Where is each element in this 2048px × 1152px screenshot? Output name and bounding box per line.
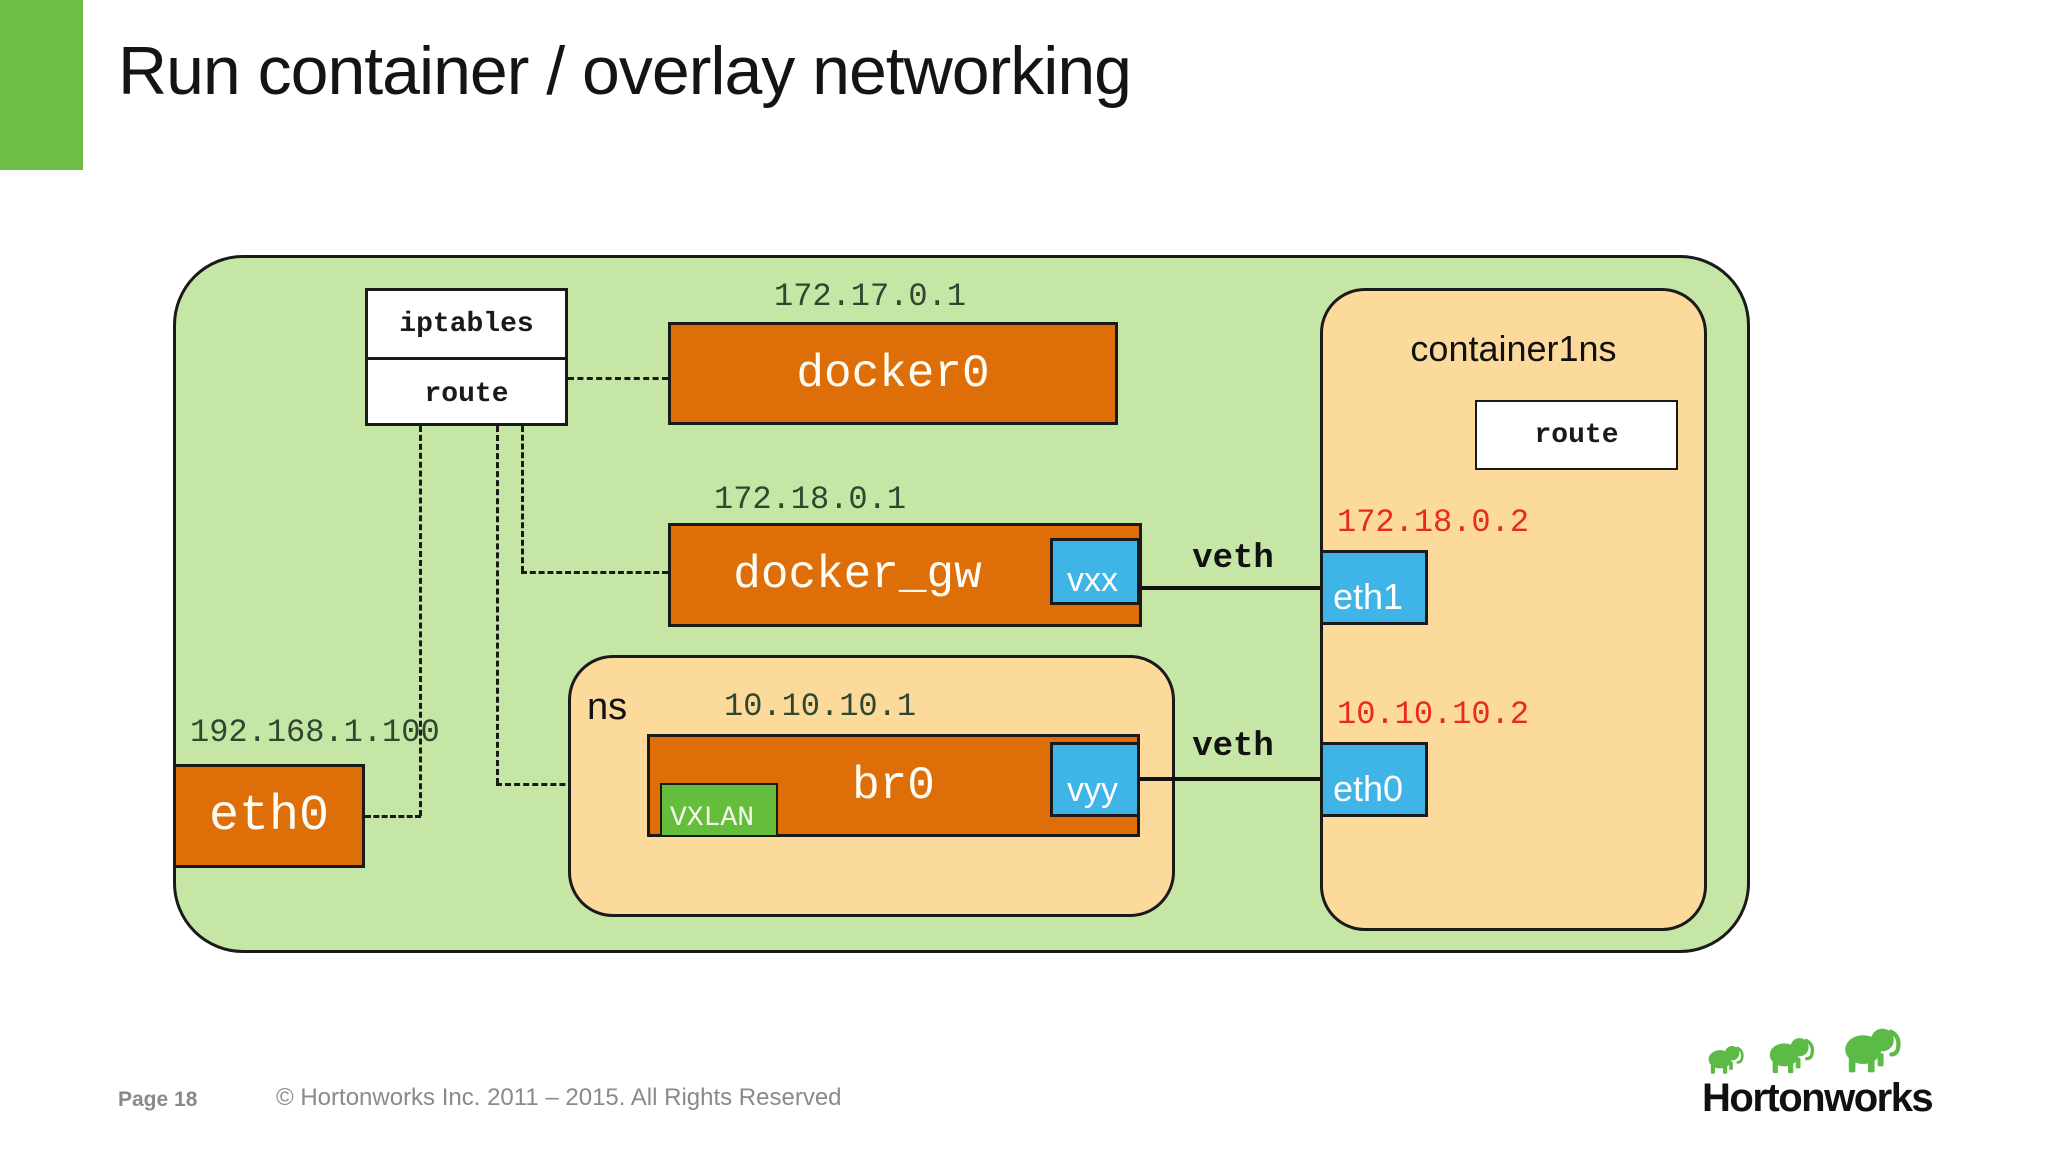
footer-copyright: © Hortonworks Inc. 2011 – 2015. All Righ… — [276, 1084, 842, 1111]
elephants-icon — [1707, 1014, 1948, 1076]
docker0-ip: 172.17.0.1 — [773, 278, 967, 315]
vyy-label: vyy — [1067, 771, 1118, 809]
vyy-port: vyy — [1050, 742, 1140, 817]
container-eth0-port: eth0 — [1320, 742, 1428, 817]
eth1-ip: 172.18.0.2 — [1337, 504, 1530, 541]
connector-route-br0-vertical — [496, 426, 499, 784]
br0-ip: 10.10.10.1 — [723, 688, 917, 725]
container-eth0-label: eth0 — [1333, 768, 1404, 809]
iptables-label: iptables — [368, 291, 565, 360]
hortonworks-logo: Hortonworks — [1702, 1014, 1948, 1118]
docker0-bridge: docker0 — [668, 322, 1118, 425]
connector-route-eth0-vertical — [419, 426, 422, 816]
host-eth0-label: eth0 — [208, 787, 330, 845]
accent-bar — [0, 0, 83, 170]
container1ns-label: container1ns — [1410, 328, 1617, 369]
vxlan-label: VXLAN — [670, 803, 755, 834]
docker0-label: docker0 — [796, 347, 990, 400]
veth-bottom-label: veth — [1192, 728, 1274, 766]
docker-gw-label: docker_gw — [733, 549, 982, 601]
hortonworks-wordmark: Hortonworks — [1702, 1076, 1934, 1120]
host-eth0-box: eth0 — [173, 764, 365, 868]
veth-line-top — [1142, 586, 1322, 590]
page-title: Run container / overlay networking — [118, 33, 1132, 109]
footer-page-number: Page 18 — [118, 1088, 198, 1111]
veth-top-label: veth — [1192, 540, 1274, 578]
container-route-box: route — [1475, 400, 1678, 470]
connector-route-dockergw-vertical — [521, 426, 524, 572]
docker-gw-bridge: docker_gw — [668, 523, 1142, 627]
container-eth0-ip: 10.10.10.2 — [1337, 696, 1530, 733]
eth1-label: eth1 — [1333, 576, 1404, 617]
vxx-label: vxx — [1067, 561, 1118, 599]
vxlan-box: VXLAN — [660, 783, 778, 837]
container-route-label: route — [1534, 419, 1619, 451]
docker-gw-ip: 172.18.0.1 — [713, 481, 907, 518]
route-label: route — [424, 379, 509, 410]
br0-label: br0 — [852, 759, 935, 812]
ns-label: ns — [587, 686, 628, 728]
vxx-port: vxx — [1050, 538, 1140, 605]
eth1-port: eth1 — [1320, 550, 1428, 625]
connector-route-docker0 — [568, 377, 668, 380]
connector-route-eth0-horizontal — [365, 815, 421, 818]
iptables-route-box: iptables route — [365, 288, 568, 426]
veth-line-bottom — [1140, 777, 1320, 781]
host-eth0-ip: 192.168.1.100 — [190, 714, 440, 751]
connector-route-dockergw-horizontal — [521, 571, 668, 574]
